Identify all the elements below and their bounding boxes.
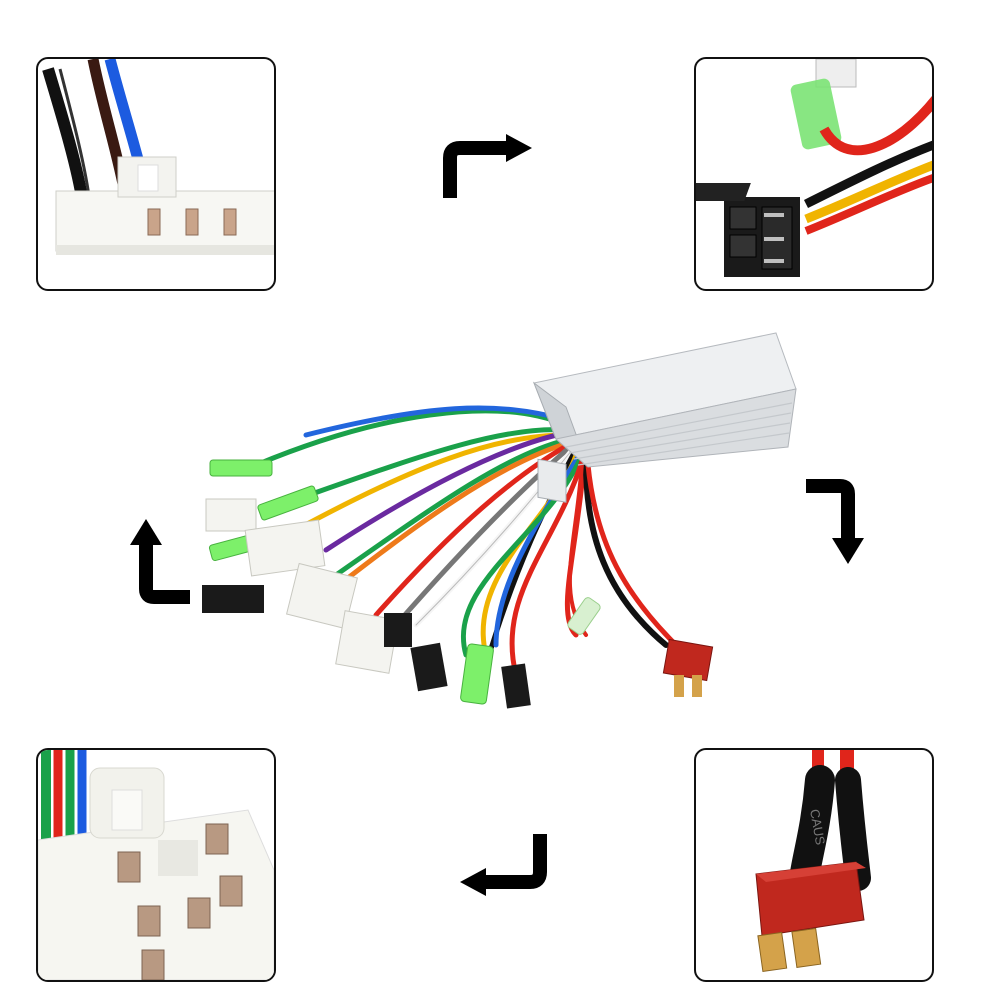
t-plug-closeup-panel: CAUS <box>694 748 934 982</box>
six-pin-connector-photo <box>38 750 274 980</box>
t-plug-photo: CAUS <box>755 750 871 973</box>
connector-closeup-6pin-panel <box>36 748 276 982</box>
arrow-left-up-icon <box>120 515 196 611</box>
power-connector-photo <box>696 59 932 277</box>
arrow-up-right-icon <box>440 132 540 204</box>
three-pin-connector-photo <box>42 59 274 255</box>
arrow-down-left-icon <box>454 828 554 900</box>
plug-marking-text: CAUS <box>807 808 828 846</box>
connector-closeup-3pin-panel <box>36 57 276 291</box>
motor-controller-photo <box>196 315 812 723</box>
arrow-right-down-icon <box>800 472 876 568</box>
power-connector-closeup-panel <box>694 57 934 291</box>
